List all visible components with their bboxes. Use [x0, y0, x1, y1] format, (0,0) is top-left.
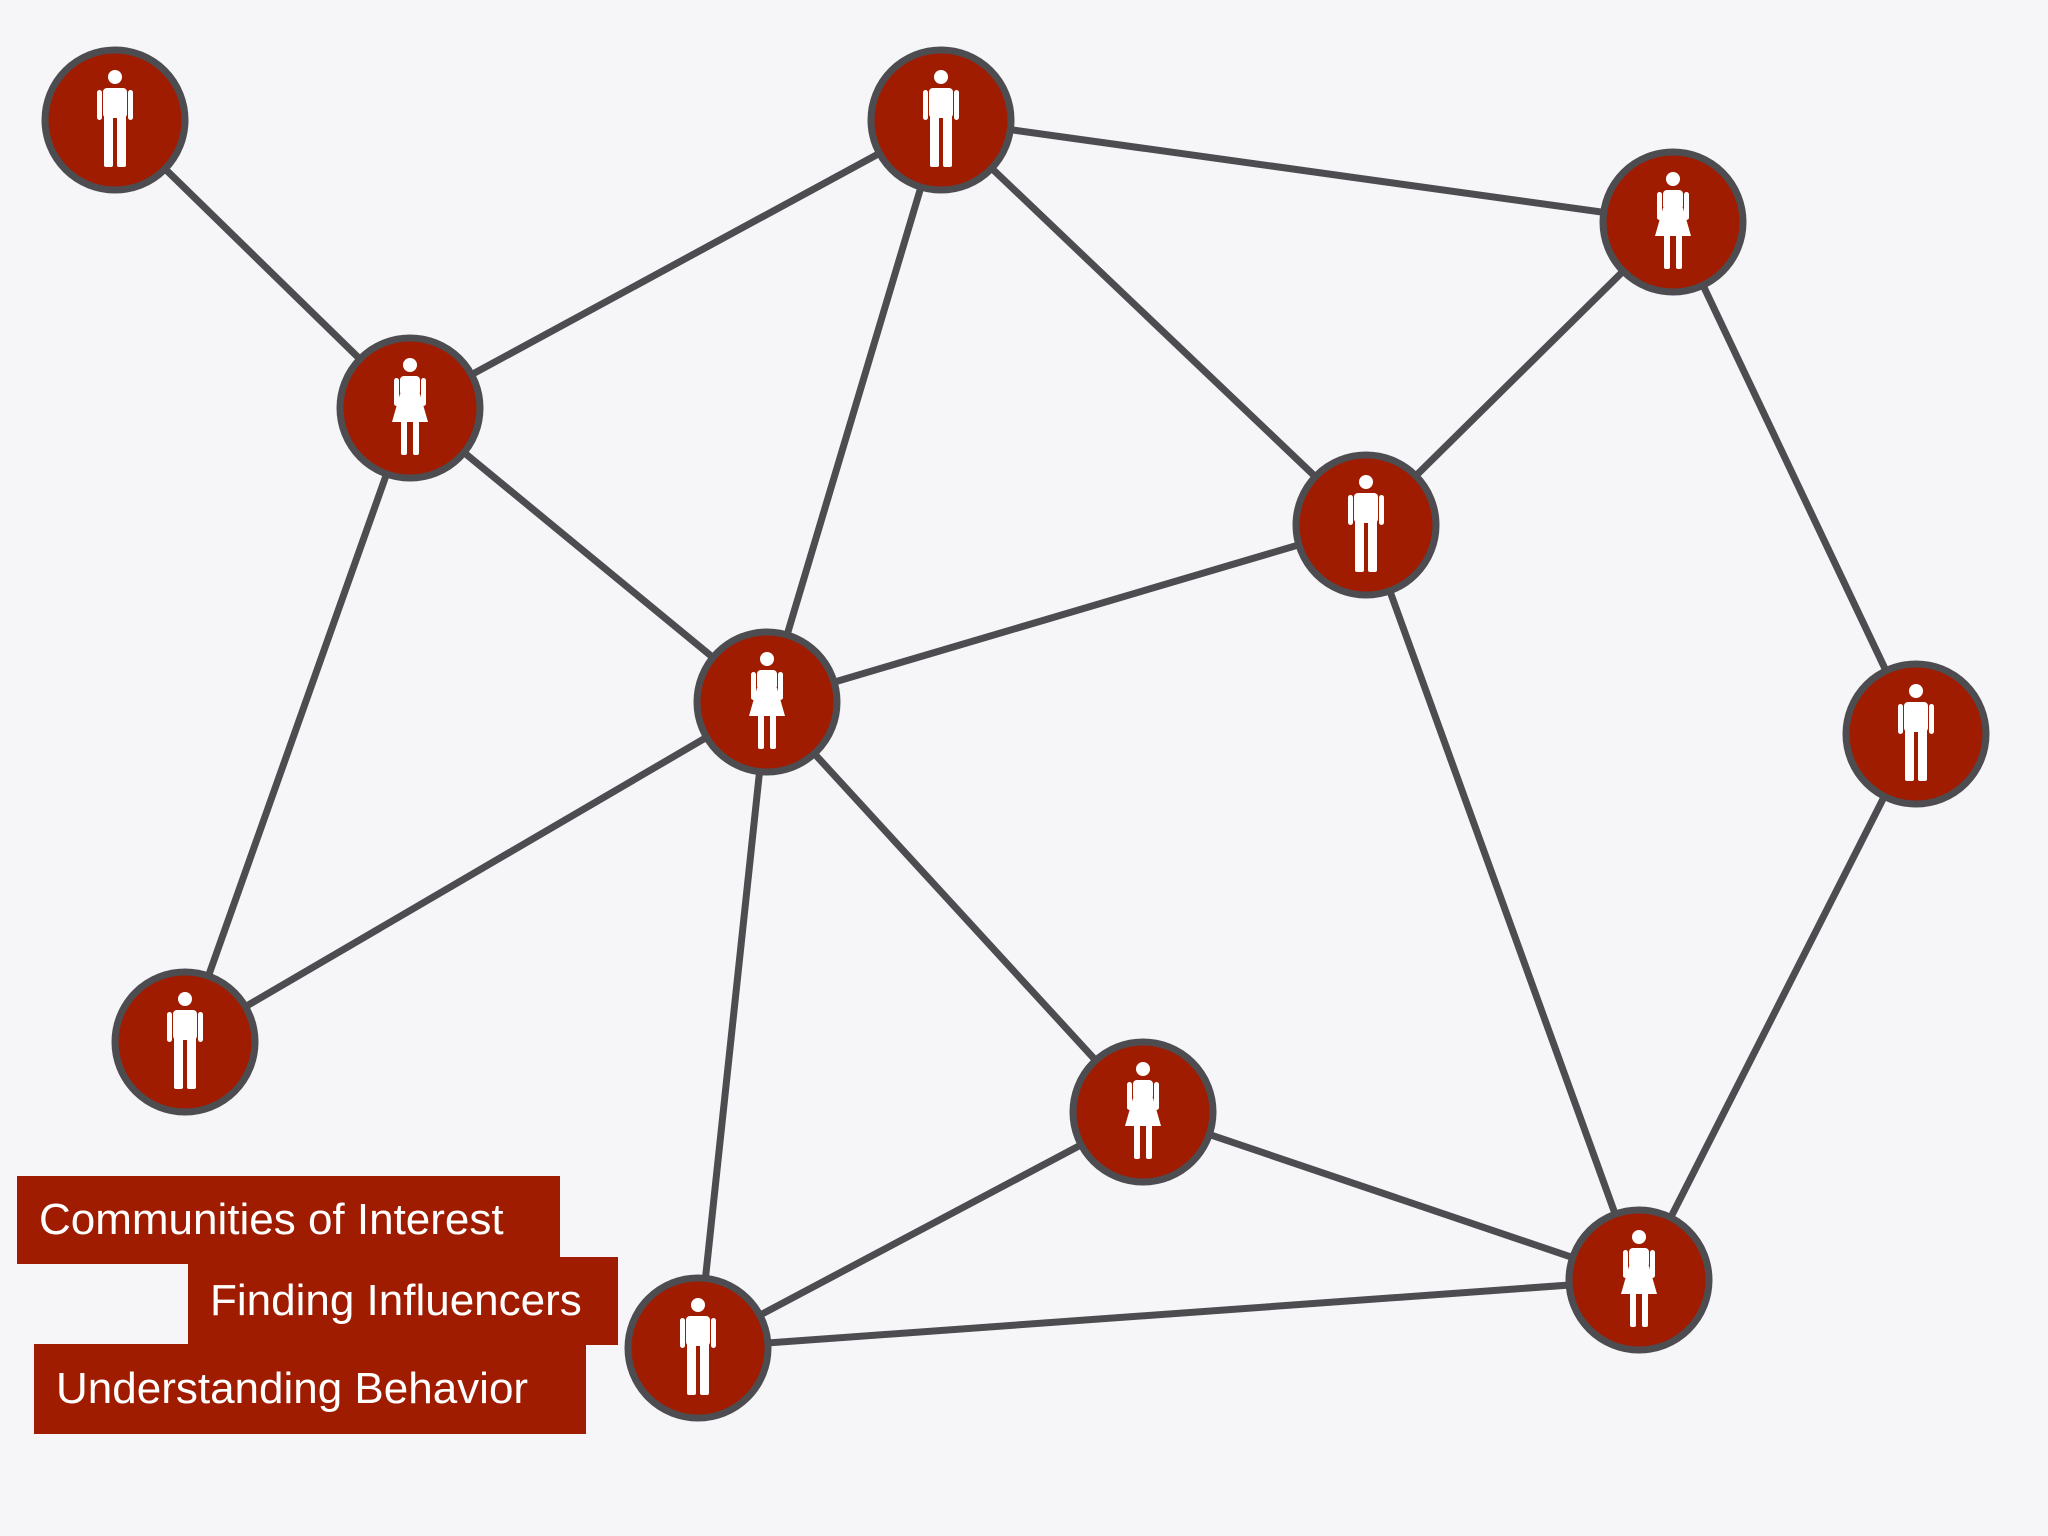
edge-n4-n10 — [1362, 521, 1643, 1284]
edge-n2-n6 — [1669, 218, 1920, 738]
man-icon — [1348, 475, 1384, 572]
nodes-layer — [41, 46, 1990, 1422]
edge-n6-n10 — [1635, 730, 1920, 1284]
node-n8 — [1069, 1038, 1217, 1186]
node-circle — [1292, 451, 1440, 599]
label-finding-influencers: Finding Influencers — [188, 1257, 618, 1345]
edge-n3-n7 — [181, 404, 414, 1046]
node-n6 — [1842, 660, 1990, 808]
woman-icon — [749, 652, 785, 749]
node-n1 — [867, 46, 1015, 194]
node-n10 — [1565, 1206, 1713, 1354]
woman-icon — [1655, 172, 1691, 269]
label-text: Finding Influencers — [210, 1276, 582, 1325]
node-n7 — [111, 968, 259, 1116]
edge-n3-n5 — [406, 404, 771, 706]
label-text: Communities of Interest — [39, 1195, 504, 1244]
node-circle — [624, 1274, 772, 1422]
woman-icon — [1125, 1062, 1161, 1159]
edge-n1-n3 — [406, 116, 945, 412]
node-n5 — [693, 628, 841, 776]
woman-icon — [392, 358, 428, 455]
node-n0 — [41, 46, 189, 194]
woman-icon — [1621, 1230, 1657, 1327]
edges-layer — [111, 116, 1920, 1352]
man-icon — [167, 992, 203, 1089]
edge-n1-n2 — [937, 116, 1677, 226]
label-text: Understanding Behavior — [56, 1364, 529, 1413]
man-icon — [680, 1298, 716, 1395]
edge-n9-n10 — [694, 1276, 1643, 1352]
man-icon — [97, 70, 133, 167]
edge-n5-n8 — [763, 698, 1147, 1116]
label-communities-of-interest: Communities of Interest — [17, 1176, 560, 1264]
node-circle — [867, 46, 1015, 194]
edge-n5-n7 — [181, 698, 771, 1046]
label-understanding-behavior: Understanding Behavior — [34, 1344, 586, 1434]
node-circle — [1842, 660, 1990, 808]
node-circle — [41, 46, 189, 194]
edge-n5-n4 — [763, 521, 1370, 706]
man-icon — [923, 70, 959, 167]
edge-n8-n10 — [1139, 1108, 1643, 1284]
node-n2 — [1599, 148, 1747, 296]
edge-n8-n9 — [694, 1108, 1147, 1352]
node-n3 — [336, 334, 484, 482]
node-n9 — [624, 1274, 772, 1422]
edge-n5-n9 — [694, 698, 771, 1352]
edge-n1-n5 — [763, 116, 945, 706]
man-icon — [1898, 684, 1934, 781]
node-n4 — [1292, 451, 1440, 599]
edge-n1-n4 — [937, 116, 1370, 529]
node-circle — [111, 968, 259, 1116]
